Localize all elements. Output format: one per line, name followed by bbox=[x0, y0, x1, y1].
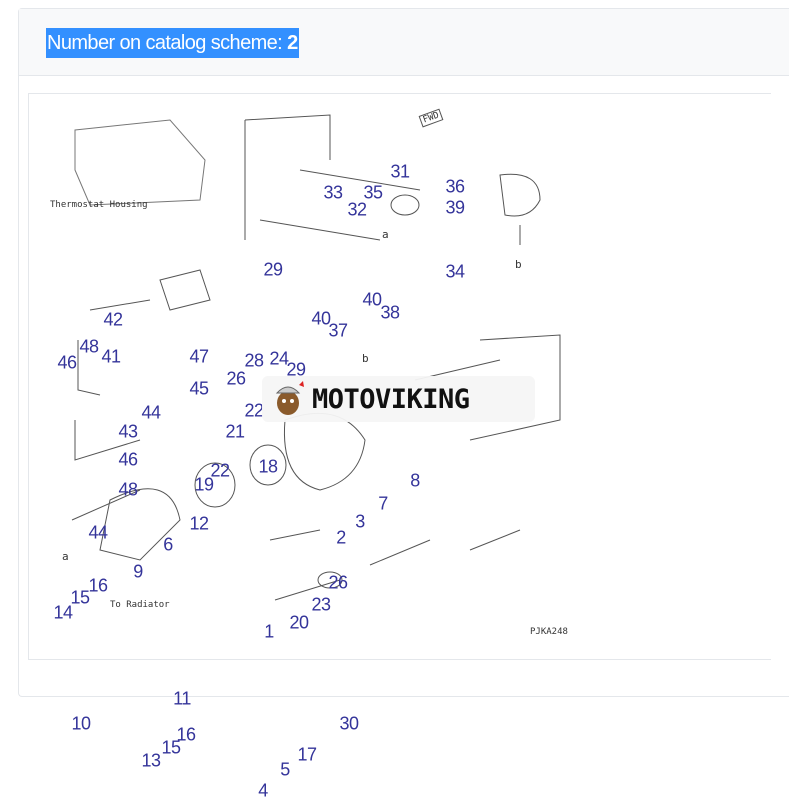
scheme-label: Number on catalog scheme: bbox=[47, 32, 283, 54]
callout-number[interactable]: 22 bbox=[210, 460, 230, 481]
callout-number[interactable]: 18 bbox=[258, 456, 278, 477]
callout-number[interactable]: 48 bbox=[79, 336, 99, 357]
callout-number[interactable]: 47 bbox=[189, 346, 209, 367]
callout-number[interactable]: 9 bbox=[133, 561, 143, 582]
callout-number[interactable]: 32 bbox=[347, 199, 367, 220]
callout-number[interactable]: 46 bbox=[118, 449, 138, 470]
callout-number[interactable]: 17 bbox=[297, 744, 317, 765]
callout-number[interactable]: 15 bbox=[70, 587, 90, 608]
callout-number[interactable]: 1 bbox=[264, 621, 274, 642]
callout-number[interactable]: 43 bbox=[118, 421, 138, 442]
callout-number[interactable]: 22 bbox=[244, 400, 264, 421]
callout-number[interactable]: 28 bbox=[244, 350, 264, 371]
callout-number[interactable]: 38 bbox=[380, 302, 400, 323]
callout-number[interactable]: 35 bbox=[363, 182, 383, 203]
callout-number[interactable]: 36 bbox=[445, 176, 465, 197]
callout-number[interactable]: 29 bbox=[286, 359, 306, 380]
callout-number[interactable]: 33 bbox=[323, 182, 343, 203]
callout-number[interactable]: 13 bbox=[141, 750, 161, 771]
callout-number[interactable]: 44 bbox=[88, 522, 108, 543]
callout-number[interactable]: 8 bbox=[410, 470, 420, 491]
panel-header: Number on catalog scheme: 2 bbox=[19, 9, 789, 76]
callout-number[interactable]: 10 bbox=[71, 713, 91, 734]
callout-number[interactable]: 5 bbox=[280, 759, 290, 780]
callout-number[interactable]: 23 bbox=[311, 594, 331, 615]
drawing-code: PJKA248 bbox=[530, 627, 568, 637]
callout-number[interactable]: 4 bbox=[258, 780, 268, 801]
callout-number[interactable]: 26 bbox=[328, 572, 348, 593]
callout-number[interactable]: 12 bbox=[189, 513, 209, 534]
callout-number[interactable]: 29 bbox=[263, 259, 283, 280]
to-radiator-label: To Radiator bbox=[110, 600, 170, 610]
callout-number[interactable]: 45 bbox=[189, 378, 209, 399]
callout-number[interactable]: 42 bbox=[103, 309, 123, 330]
callout-number[interactable]: 39 bbox=[445, 197, 465, 218]
callout-number[interactable]: 14 bbox=[53, 602, 73, 623]
callout-number[interactable]: 15 bbox=[161, 737, 181, 758]
ref-a: a bbox=[382, 228, 389, 241]
callout-number[interactable]: 34 bbox=[445, 261, 465, 282]
callout-number[interactable]: 3 bbox=[355, 511, 365, 532]
scheme-value: 2 bbox=[287, 32, 298, 54]
callout-number[interactable]: 44 bbox=[141, 402, 161, 423]
callout-number[interactable]: 11 bbox=[173, 688, 191, 709]
catalog-scheme-number: Number on catalog scheme: 2 bbox=[46, 28, 299, 58]
callout-number[interactable]: 24 bbox=[269, 348, 289, 369]
callout-number[interactable]: 40 bbox=[362, 289, 382, 310]
callout-number[interactable]: 30 bbox=[339, 713, 359, 734]
callout-number[interactable]: 46 bbox=[57, 352, 77, 373]
ref-b: b bbox=[362, 352, 369, 365]
callout-number[interactable]: 21 bbox=[225, 421, 245, 442]
callout-number[interactable]: 40 bbox=[311, 308, 331, 329]
callout-number[interactable]: 37 bbox=[328, 320, 348, 341]
callout-number[interactable]: 26 bbox=[226, 368, 246, 389]
watermark-text: MOTOVIKING bbox=[312, 383, 470, 415]
callout-number[interactable]: 41 bbox=[101, 346, 121, 367]
callout-number[interactable]: 48 bbox=[118, 479, 138, 500]
ref-a: a bbox=[62, 550, 69, 563]
watermark: MOTOVIKING bbox=[262, 376, 535, 422]
thermostat-housing-label: Thermostat Housing bbox=[50, 200, 148, 210]
callout-number[interactable]: 7 bbox=[378, 493, 388, 514]
callout-number[interactable]: 20 bbox=[289, 612, 309, 633]
callout-number[interactable]: 31 bbox=[390, 161, 410, 182]
callout-number[interactable]: 6 bbox=[163, 534, 173, 555]
callout-number[interactable]: 16 bbox=[88, 575, 108, 596]
callout-number[interactable]: 16 bbox=[176, 724, 196, 745]
ref-b: b bbox=[515, 258, 522, 271]
callout-number[interactable]: 19 bbox=[194, 474, 214, 495]
callout-number[interactable]: 2 bbox=[336, 527, 346, 548]
viking-mascot-icon bbox=[275, 381, 304, 415]
